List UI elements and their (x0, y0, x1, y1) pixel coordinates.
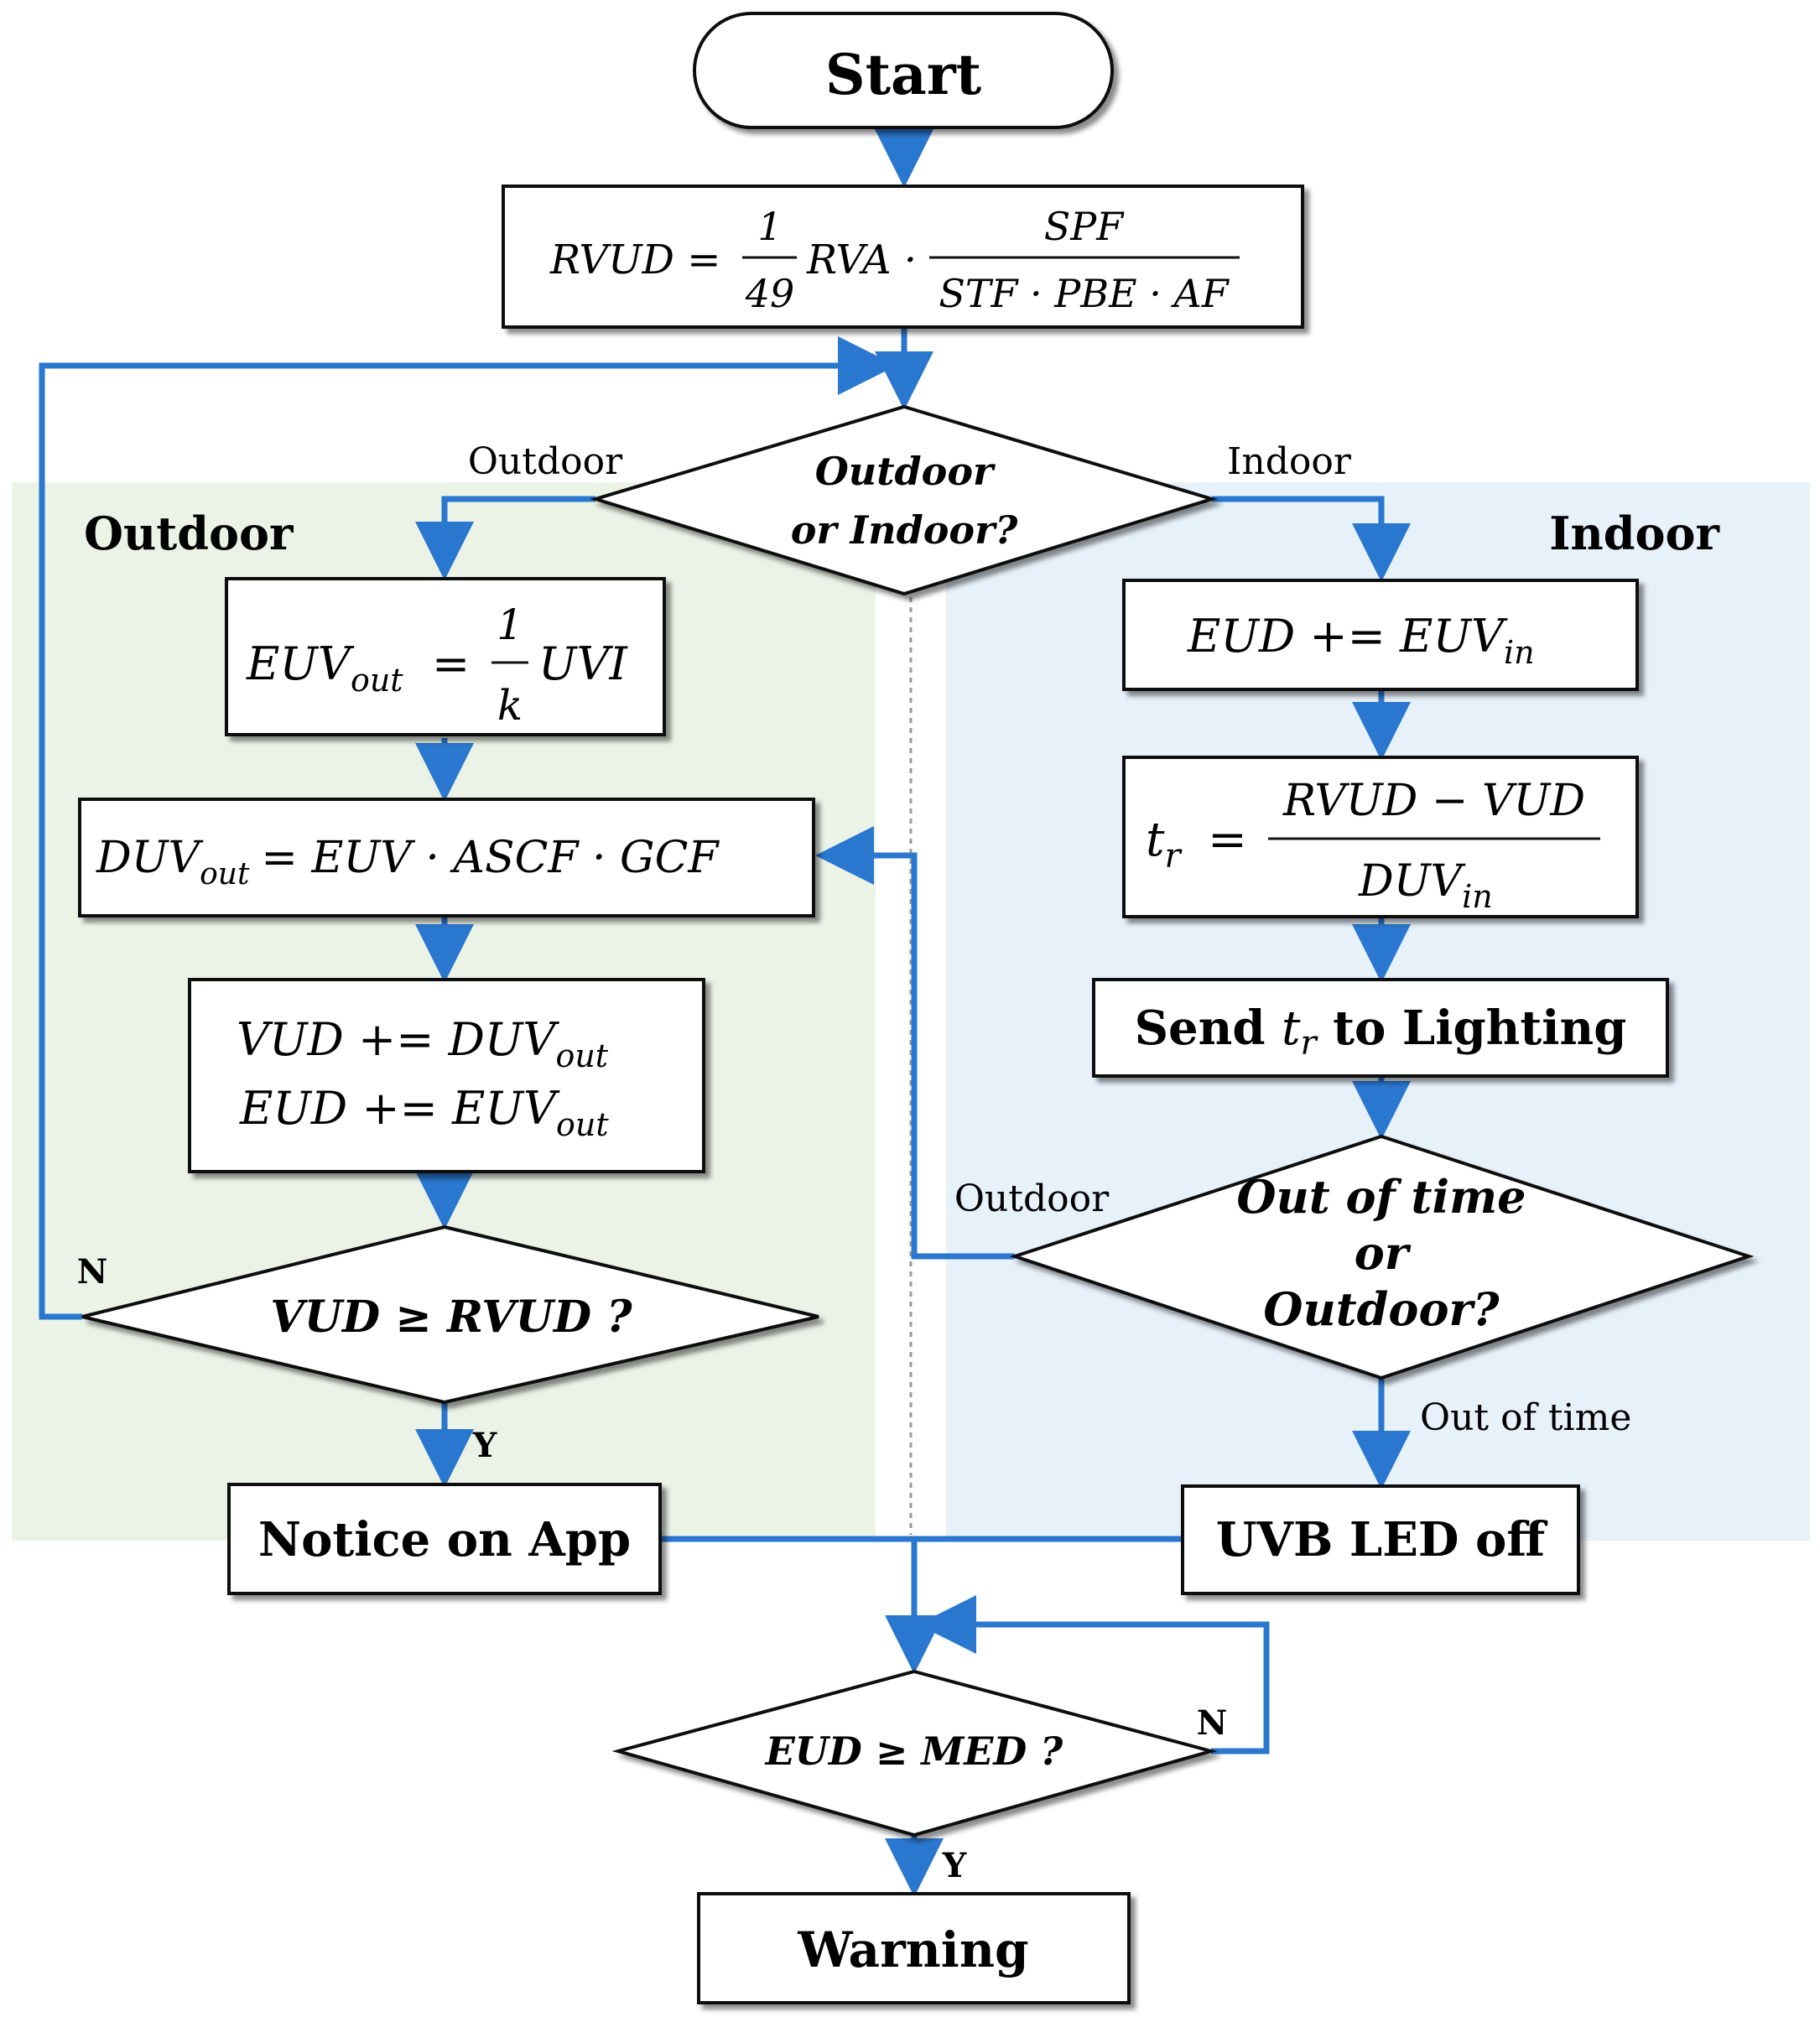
start-label: Start (825, 42, 982, 107)
location-decision-line2: or Indoor? (791, 507, 1019, 553)
time-decision-line3: Outdoor? (1263, 1282, 1500, 1336)
accumulate-out-box: VUD += DUVout EUD += EUVout (188, 978, 705, 1173)
send-suffix: to Lighting (1317, 1001, 1627, 1056)
med-decision: EUD ≥ MED ? (611, 1669, 1218, 1838)
duv-out-sub: out (200, 857, 250, 892)
rvud-frac-den: 49 (745, 271, 795, 316)
euv-out-frac-den: k (497, 681, 523, 730)
time-decision-line1: Out of time (1236, 1170, 1526, 1224)
euv-out-lhs: EUV (246, 637, 355, 690)
eud-in-box: EUD += EUVin (1122, 579, 1639, 691)
vud-accumulate-sub: out (555, 1037, 608, 1074)
euv-out-sub: out (351, 662, 403, 699)
warning-box: Warning (697, 1892, 1131, 2004)
euv-out-box: EUVout = 1 k UVI (225, 577, 666, 736)
eud-accumulate-out: EUD += EUV (239, 1082, 560, 1135)
send-prefix: Send (1135, 1001, 1282, 1056)
med-decision-label: EUD ≥ MED ? (764, 1728, 1064, 1774)
tr-formula-box: tr = RVUD − VUD DUVin (1122, 756, 1639, 918)
uvb-off-label: UVB LED off (1216, 1512, 1548, 1567)
uvb-off-box: UVB LED off (1181, 1484, 1580, 1595)
out-of-time-label: Out of time (1420, 1396, 1631, 1439)
rvud-lhs: RVUD = (549, 237, 721, 283)
tr-eq: = (1208, 813, 1247, 867)
duv-out-rhs: = EUV · ASCF · GCF (261, 833, 720, 883)
med-no-label: N (1197, 1703, 1228, 1743)
send-var-sub: r (1301, 1024, 1319, 1063)
time-decision-line2: or (1355, 1226, 1412, 1280)
svg-text:EUD += EUVout: EUD += EUVout (239, 1082, 609, 1143)
send-box: Send tr to Lighting (1092, 978, 1669, 1078)
eud-in-lhs: EUD += EUV (1187, 610, 1508, 663)
rvud-numerator: SPF (1044, 204, 1125, 249)
med-yes-label: Y (942, 1846, 967, 1885)
tr-denominator-sub: in (1462, 878, 1493, 915)
svg-text:Send tr to Lighting: Send tr to Lighting (1135, 1001, 1627, 1063)
vud-decision: VUD ≥ RVUD ? (81, 1224, 819, 1405)
indoor-branch-label: Indoor (1227, 440, 1352, 483)
vud-decision-label: VUD ≥ RVUD ? (270, 1292, 632, 1343)
euv-out-frac-num: 1 (497, 600, 523, 649)
outdoor-branch-label: Outdoor (468, 440, 623, 483)
rvud-formula-box: RVUD = 1 49 RVA · SPF STF · PBE · AF (502, 185, 1304, 329)
svg-text:DUVin: DUVin (1358, 856, 1493, 915)
svg-text:tr: tr (1146, 813, 1183, 876)
rvud-mid: RVA · (806, 237, 917, 283)
time-outdoor-label: Outdoor (954, 1177, 1110, 1220)
svg-text:DUVout= EUV · ASCF · GCF: DUVout = EUV · ASCF · GCF (96, 833, 720, 892)
outdoor-region-title: Outdoor (84, 507, 294, 560)
tr-denominator: DUV (1358, 856, 1466, 907)
start-node: Start (693, 12, 1114, 129)
rvud-frac-num: 1 (757, 204, 782, 249)
send-var: t (1282, 1001, 1301, 1056)
eud-accumulate-out-sub: out (556, 1106, 609, 1143)
warning-label: Warning (797, 1921, 1028, 1978)
location-decision: Outdoor or Indoor? (590, 404, 1218, 596)
tr-lhs: t (1146, 813, 1165, 867)
vud-accumulate: VUD += DUV (237, 1013, 559, 1066)
connectors (39, 127, 1411, 1897)
notice-label: Notice on App (258, 1512, 631, 1567)
svg-text:EUVout: EUVout (246, 637, 403, 699)
duv-out-lhs: DUV (96, 833, 204, 883)
time-decision: Out of time or Outdoor? (1009, 1134, 1755, 1380)
tr-lhs-sub: r (1165, 837, 1183, 876)
notice-box: Notice on App (227, 1483, 662, 1595)
eud-in-sub: in (1504, 634, 1535, 671)
euv-out-eq: = (432, 637, 470, 690)
rvud-denominator: STF · PBE · AF (939, 271, 1230, 316)
vud-yes-label: Y (472, 1426, 497, 1465)
tr-numerator: RVUD − VUD (1282, 776, 1585, 826)
svg-text:EUD += EUVin: EUD += EUVin (1187, 610, 1535, 671)
indoor-region-title: Indoor (1549, 507, 1719, 560)
duv-out-box: DUVout = EUV · ASCF · GCF (78, 798, 815, 918)
vud-no-label: N (77, 1252, 108, 1292)
location-decision-line1: Outdoor (815, 449, 996, 494)
svg-text:VUD += DUVout: VUD += DUVout (237, 1013, 609, 1074)
euv-out-rhs: UVI (538, 637, 629, 690)
